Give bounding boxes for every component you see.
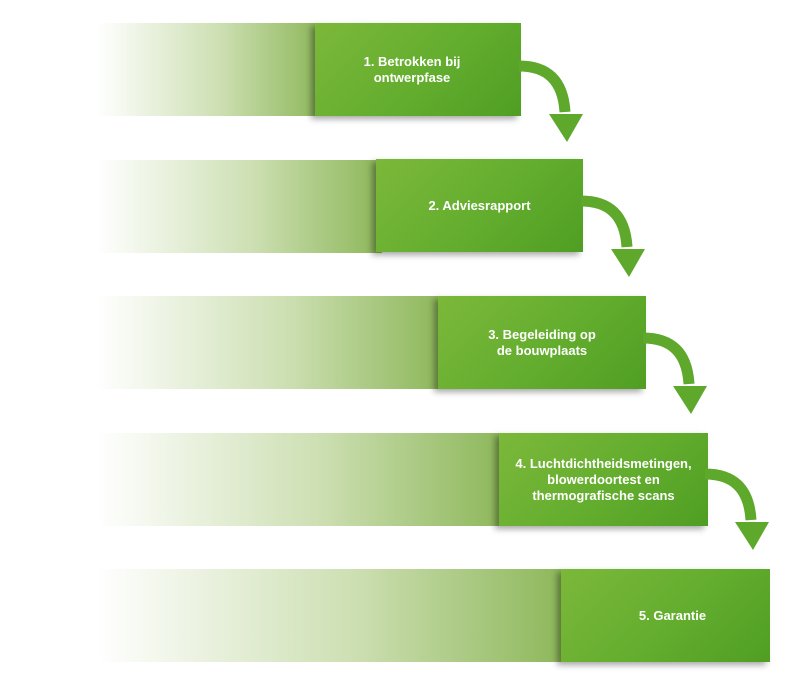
- curved-down-arrow-icon: [704, 468, 769, 550]
- step-1-box: 1. Betrokken bij ontwerpfase: [315, 23, 521, 116]
- step-4-box: 4. Luchtdichtheidsmetingen, blowerdoorte…: [499, 433, 708, 526]
- step-5-fade: [97, 569, 567, 662]
- step-5-label: 5. Garantie: [638, 607, 707, 623]
- step-2-box: 2. Adviesrapport: [376, 159, 583, 252]
- step-3-label: 3. Begeleiding op de bouwplaats: [488, 326, 596, 358]
- step-2-label: 2. Adviesrapport: [428, 197, 531, 213]
- step-1-fade: [97, 23, 322, 116]
- step-5-box: 5. Garantie: [561, 569, 770, 662]
- step-3-fade: [97, 296, 444, 389]
- curved-down-arrow-icon: [518, 60, 583, 142]
- step-4-label: 4. Luchtdichtheidsmetingen, blowerdoorte…: [515, 455, 692, 503]
- curved-down-arrow-icon: [642, 332, 707, 414]
- curved-down-arrow-icon: [580, 195, 645, 277]
- step-3-box: 3. Begeleiding op de bouwplaats: [438, 296, 646, 389]
- step-2-fade: [97, 160, 382, 253]
- step-4-fade: [97, 433, 505, 526]
- step-1-label: 1. Betrokken bij ontwerpfase: [363, 53, 461, 85]
